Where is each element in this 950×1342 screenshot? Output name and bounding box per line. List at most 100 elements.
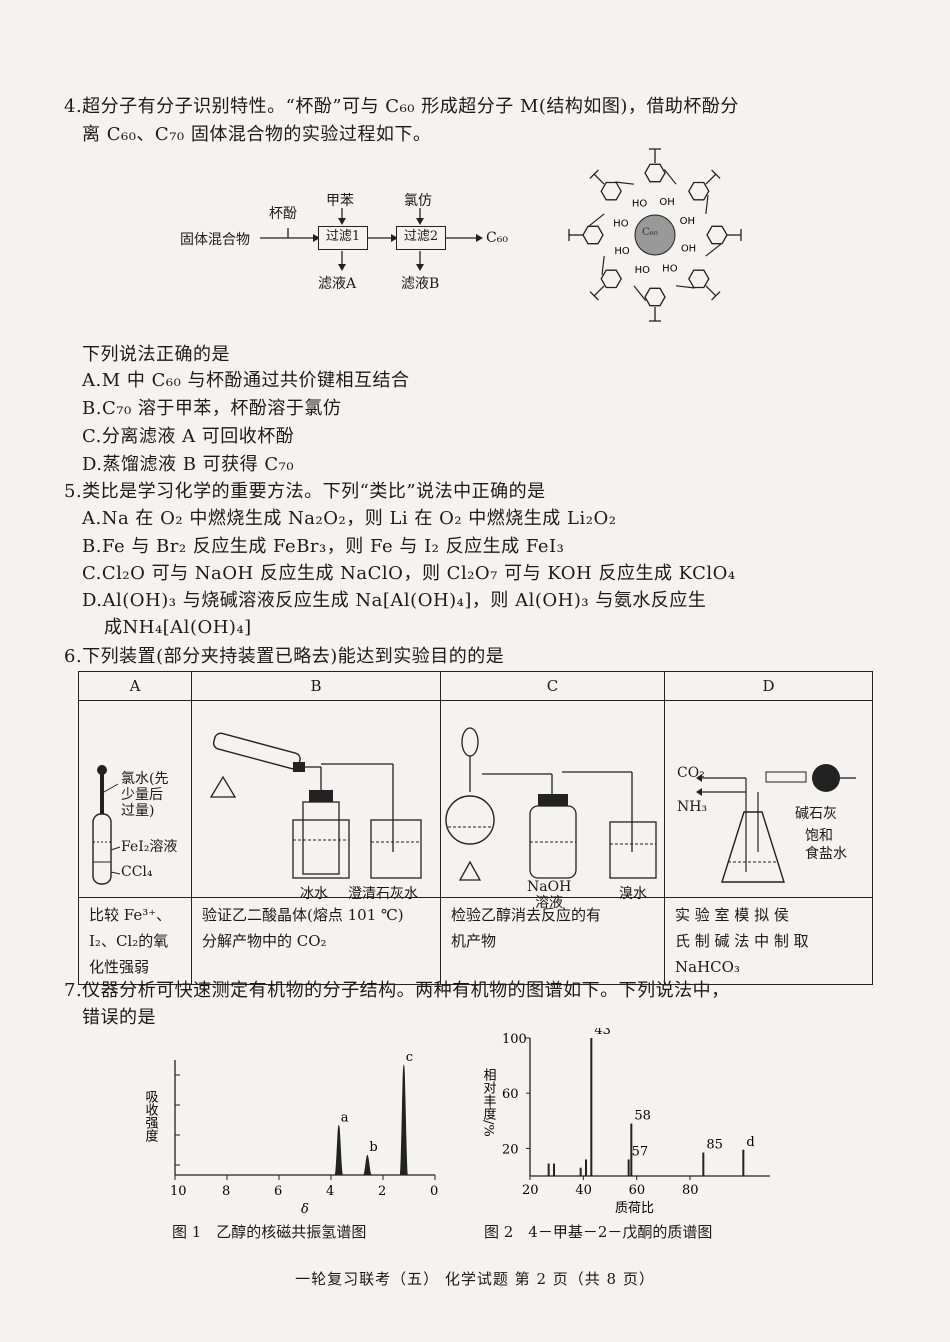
apparatus-c-cell: NaOH 溶液 溴水 — [440, 700, 665, 911]
desc-b-0: 验证乙二酸晶体(熔点 101 ℃) — [202, 906, 404, 924]
q4-option-c: C.分离滤液 A 可回收杯酚 — [82, 426, 295, 447]
nmr-y-label: 吸收强度 — [143, 1090, 159, 1142]
hydroxyl-label: HO — [662, 264, 678, 275]
ms-peak-label-58: 58 — [634, 1109, 651, 1124]
label-a-2: 过量) — [121, 803, 155, 819]
methylene-bridge — [633, 285, 647, 301]
label-bromine-water: 溴水 — [619, 886, 647, 902]
q5-option-b: B.Fe 与 Br₂ 反应生成 FeBr₃，则 Fe 与 I₂ 反应生成 FeI… — [82, 536, 565, 557]
ms-caption: 图 2 4－甲基－2－戊酮的质谱图 — [484, 1223, 713, 1241]
q4-stem-line1: 4.超分子有分子识别特性。“杯酚”可与 C₆₀ 形成超分子 M(结构如图)，借助… — [64, 96, 739, 117]
nmr-x-tick-label: 8 — [222, 1184, 230, 1199]
page-footer: 一轮复习联考（五） 化学试题 第 2 页（共 8 页） — [295, 1270, 655, 1288]
apparatus-b-drawing — [209, 732, 422, 879]
ms-y-tick-label: 100 — [502, 1032, 527, 1047]
nmr-peak-a — [334, 1124, 344, 1176]
flow-filtrate-a: 滤液A — [318, 276, 357, 292]
apparatus-a-drawing — [92, 765, 121, 885]
label-chlorine-water: 氯水(先 少量后 过量) — [121, 771, 168, 819]
tert-butyl-branch — [711, 169, 721, 179]
tert-butyl-branch — [711, 291, 721, 301]
nmr-x-label: δ — [301, 1202, 309, 1217]
q4-option-d: D.蒸馏滤液 B 可获得 C₇₀ — [82, 454, 295, 475]
nmr-peak-label-b: b — [369, 1140, 377, 1155]
ms-x-tick-label: 60 — [629, 1183, 646, 1198]
c60-sphere — [634, 214, 676, 256]
methylene-bridge — [663, 169, 677, 185]
benzene-ring — [600, 181, 622, 201]
label-c-0: NaOH — [527, 879, 572, 895]
q5-stem: 5.类比是学习化学的重要方法。下列“类比”说法中正确的是 — [64, 481, 546, 502]
desc-d-0: 实 验 室 模 拟 侯 — [675, 906, 789, 924]
tert-butyl-branch — [589, 169, 599, 179]
desc-d-1: 氏 制 碱 法 中 制 取 — [675, 932, 809, 950]
tert-butyl-bond — [593, 285, 605, 297]
q5-option-a: A.Na 在 O₂ 中燃烧生成 Na₂O₂，则 Li 在 O₂ 中燃烧生成 Li… — [82, 508, 617, 529]
tert-butyl-bond — [593, 173, 605, 185]
desc-d: 实 验 室 模 拟 侯 氏 制 碱 法 中 制 取 NaHCO₃ — [664, 897, 873, 985]
q5-option-d-cont: 成NH₄[Al(OH)₄] — [104, 617, 252, 638]
desc-c-1: 机产物 — [451, 932, 497, 950]
flow-reagent-chloroform: 氯仿 — [404, 193, 432, 209]
apparatus-table: A B C D 氯水(先 少量后 过量) FeI₂溶液 CCl₄ — [78, 671, 873, 985]
benzene-ring — [644, 287, 666, 307]
hydroxyl-label: OH — [659, 197, 674, 208]
apparatus-d-cell: CO₂ NH₃ 碱石灰 饱和 食盐水 — [664, 700, 873, 898]
nmr-x-tick-label: 4 — [326, 1184, 334, 1199]
nmr-peak-b — [362, 1154, 372, 1176]
apparatus-b-cell: 冰水 澄清石灰水 — [191, 700, 441, 902]
methylene-bridge — [705, 195, 709, 215]
header-c: C — [440, 671, 665, 701]
hydroxyl-label: HO — [635, 265, 651, 276]
flow-reagent-toluene: 甲苯 — [326, 193, 354, 209]
header-b: B — [191, 671, 441, 701]
benzene-ring — [600, 269, 622, 289]
label-limewater: 澄清石灰水 — [348, 886, 418, 902]
methylene-bridge — [601, 255, 605, 275]
benzene-ring — [644, 163, 666, 183]
ms-x-tick-label: 40 — [575, 1183, 592, 1198]
label-a-1: 少量后 — [121, 787, 163, 803]
q6-stem: 6.下列装置(部分夹持装置已略去)能达到实验目的的是 — [64, 646, 505, 667]
methylene-bridge — [705, 243, 721, 257]
benzene-ring — [582, 225, 604, 245]
tert-butyl-branch — [589, 291, 599, 301]
q7-stem-line2: 错误的是 — [82, 1007, 156, 1028]
q4-option-b: B.C₇₀ 溶于甲苯，杯酚溶于氯仿 — [82, 398, 342, 419]
desc-b-1: 分解产物中的 CO₂ — [202, 932, 327, 950]
ms-x-label: 质荷比 — [615, 1201, 654, 1216]
q4-stem-line2: 离 C₆₀、C₇₀ 固体混合物的实验过程如下。 — [82, 124, 432, 145]
label-c-1: 溶液 — [535, 895, 564, 911]
hydroxyl-label: OH — [681, 243, 696, 254]
flow-step-filter1: 过滤1 — [318, 226, 368, 250]
ms-peak-label-43: 43 — [594, 1028, 611, 1038]
label-d-3: 饱和 — [805, 828, 833, 844]
tert-butyl-bond — [705, 173, 717, 185]
methylene-bridge — [589, 213, 605, 227]
label-ccl4: CCl₄ — [121, 864, 153, 880]
nmr-peak-c — [399, 1064, 409, 1176]
ms-y-tick-label: 20 — [502, 1142, 519, 1157]
desc-c-0: 检验乙醇消去反应的有 — [451, 906, 602, 924]
ms-y-tick-label: 60 — [502, 1087, 519, 1102]
label-brine: 饱和 食盐水 — [805, 827, 847, 863]
desc-b: 验证乙二酸晶体(熔点 101 ℃) 分解产物中的 CO₂ — [191, 897, 441, 985]
apparatus-d-drawing — [696, 764, 856, 883]
c60-label: C₆₀ — [642, 227, 658, 238]
q4-option-a: A.M 中 C₆₀ 与杯酚通过共价键相互结合 — [82, 370, 410, 391]
nmr-caption: 图 1 乙醇的核磁共振氢谱图 — [172, 1223, 367, 1241]
ms-x-tick-label: 80 — [682, 1183, 699, 1198]
hydroxyl-label: OH — [680, 216, 695, 227]
label-co2: CO₂ — [677, 765, 705, 781]
nmr-x-tick-label: 10 — [170, 1184, 187, 1199]
benzene-ring — [688, 269, 710, 289]
nmr-x-tick-label: 2 — [378, 1184, 386, 1199]
flow-filtrate-b: 滤液B — [401, 276, 440, 292]
flow-product: C₆₀ — [486, 230, 508, 246]
hydroxyl-label: HO — [614, 246, 630, 257]
ms-peak-label-57: 57 — [632, 1144, 649, 1159]
ms-x-tick-label: 20 — [522, 1183, 539, 1198]
tert-butyl-bond — [705, 285, 717, 297]
